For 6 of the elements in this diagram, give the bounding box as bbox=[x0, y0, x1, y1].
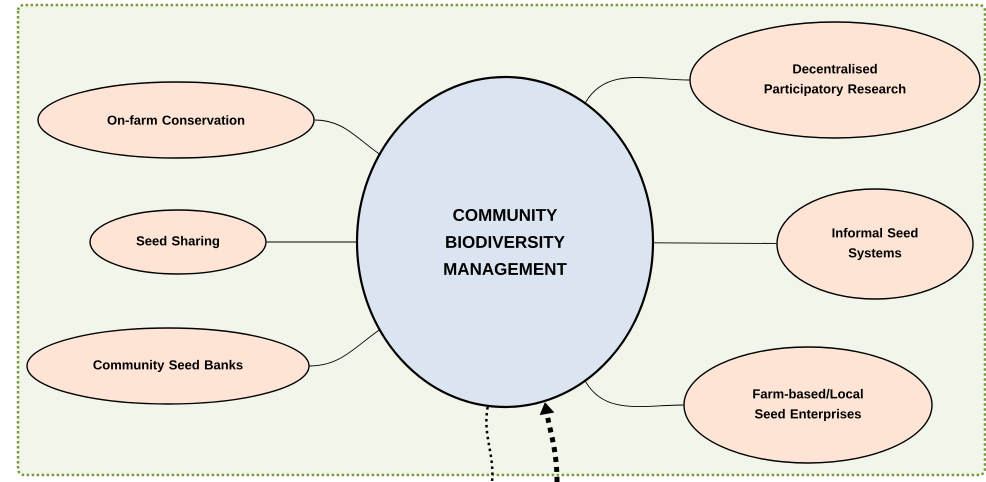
connector-line bbox=[309, 330, 380, 366]
connector-line bbox=[585, 77, 690, 103]
connector-line bbox=[585, 381, 684, 408]
connector-line bbox=[654, 242, 777, 244]
dotted-line bbox=[485, 406, 494, 482]
connector-line bbox=[314, 120, 380, 154]
